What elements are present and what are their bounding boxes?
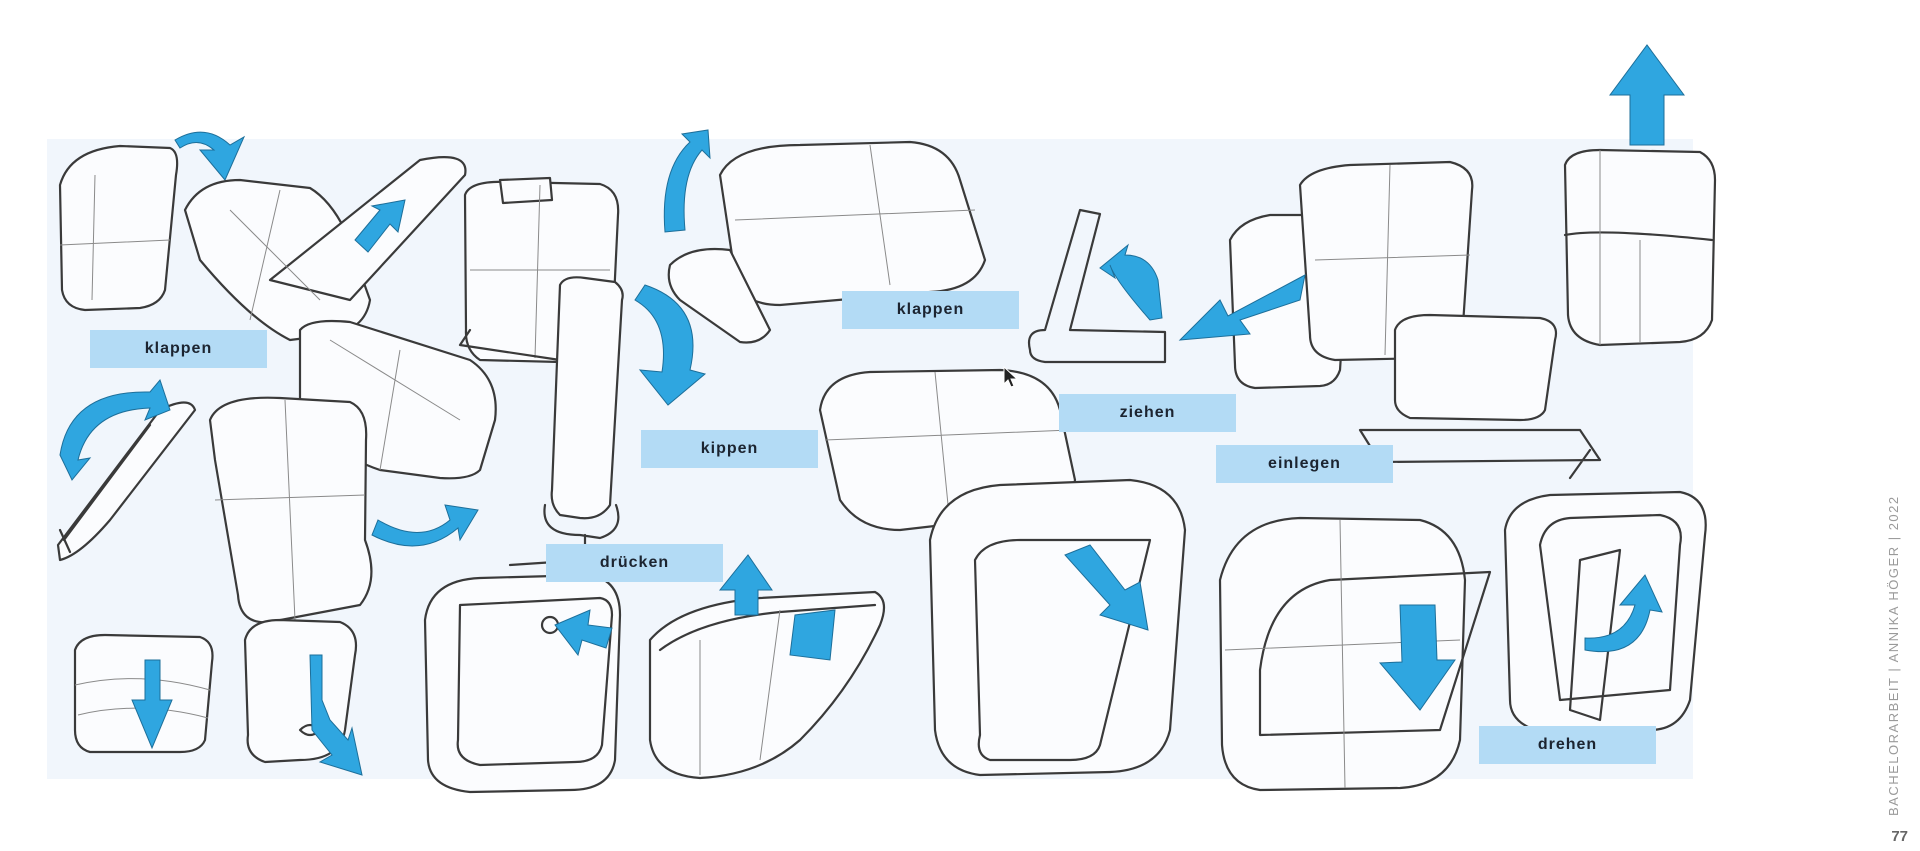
page-number: 77 <box>1891 828 1908 845</box>
arrow-pusher <box>371 504 479 547</box>
sketch-angled-lid <box>183 156 467 342</box>
sketch-rotating-box <box>1503 490 1707 737</box>
sketch-folding-seat <box>667 140 987 344</box>
arrow-druecken <box>554 609 613 657</box>
arrow-ziehen <box>1178 274 1306 341</box>
arrow-open-flap <box>1064 544 1149 631</box>
sketch-thin-panel <box>56 401 197 562</box>
arrow-cursor-icon <box>1003 366 1019 388</box>
sketch-rounded-cube-flap <box>1218 516 1492 792</box>
label-ziehen: ziehen <box>1059 394 1236 432</box>
arrow-drehen <box>1584 574 1663 653</box>
label-klappen-2: klappen <box>842 291 1019 329</box>
sketch-cushion <box>208 396 373 624</box>
sketch-l-frame <box>1027 208 1167 364</box>
sketch-chair-frame <box>1358 313 1602 482</box>
arrow-ziehen-rotate <box>1099 243 1163 321</box>
arrow-down-small <box>131 659 173 750</box>
arrow-fold-down <box>1378 604 1456 711</box>
sketch-box-top-left <box>58 144 179 312</box>
sketch-center-pouch <box>818 368 1187 777</box>
arrow-kippen <box>634 284 707 406</box>
label-kippen: kippen <box>641 430 818 468</box>
arrow-klappen-2 <box>663 129 711 233</box>
arrow-klappen-3 <box>59 378 171 481</box>
sketch-pillar <box>508 276 642 567</box>
label-drehen: drehen <box>1479 726 1656 764</box>
arrow-klappen-lift <box>354 199 406 253</box>
sketch-pouch-button <box>423 573 622 794</box>
label-einlegen: einlegen <box>1216 445 1393 483</box>
arrow-klappen-1 <box>174 131 246 181</box>
label-druecken: drücken <box>546 544 723 582</box>
arrow-slide-tray <box>789 609 836 661</box>
arrow-lift-tray <box>718 554 773 616</box>
arrow-out-small <box>309 654 363 776</box>
sketch-tall-box-right <box>1563 148 1717 347</box>
credit-line: BACHELORARBEIT | ANNIKA HÖGER | 2022 <box>1886 495 1901 816</box>
label-klappen-1: klappen <box>90 330 267 368</box>
arrow-lift-up <box>1609 44 1685 146</box>
sketch-curved-tray <box>648 590 886 780</box>
